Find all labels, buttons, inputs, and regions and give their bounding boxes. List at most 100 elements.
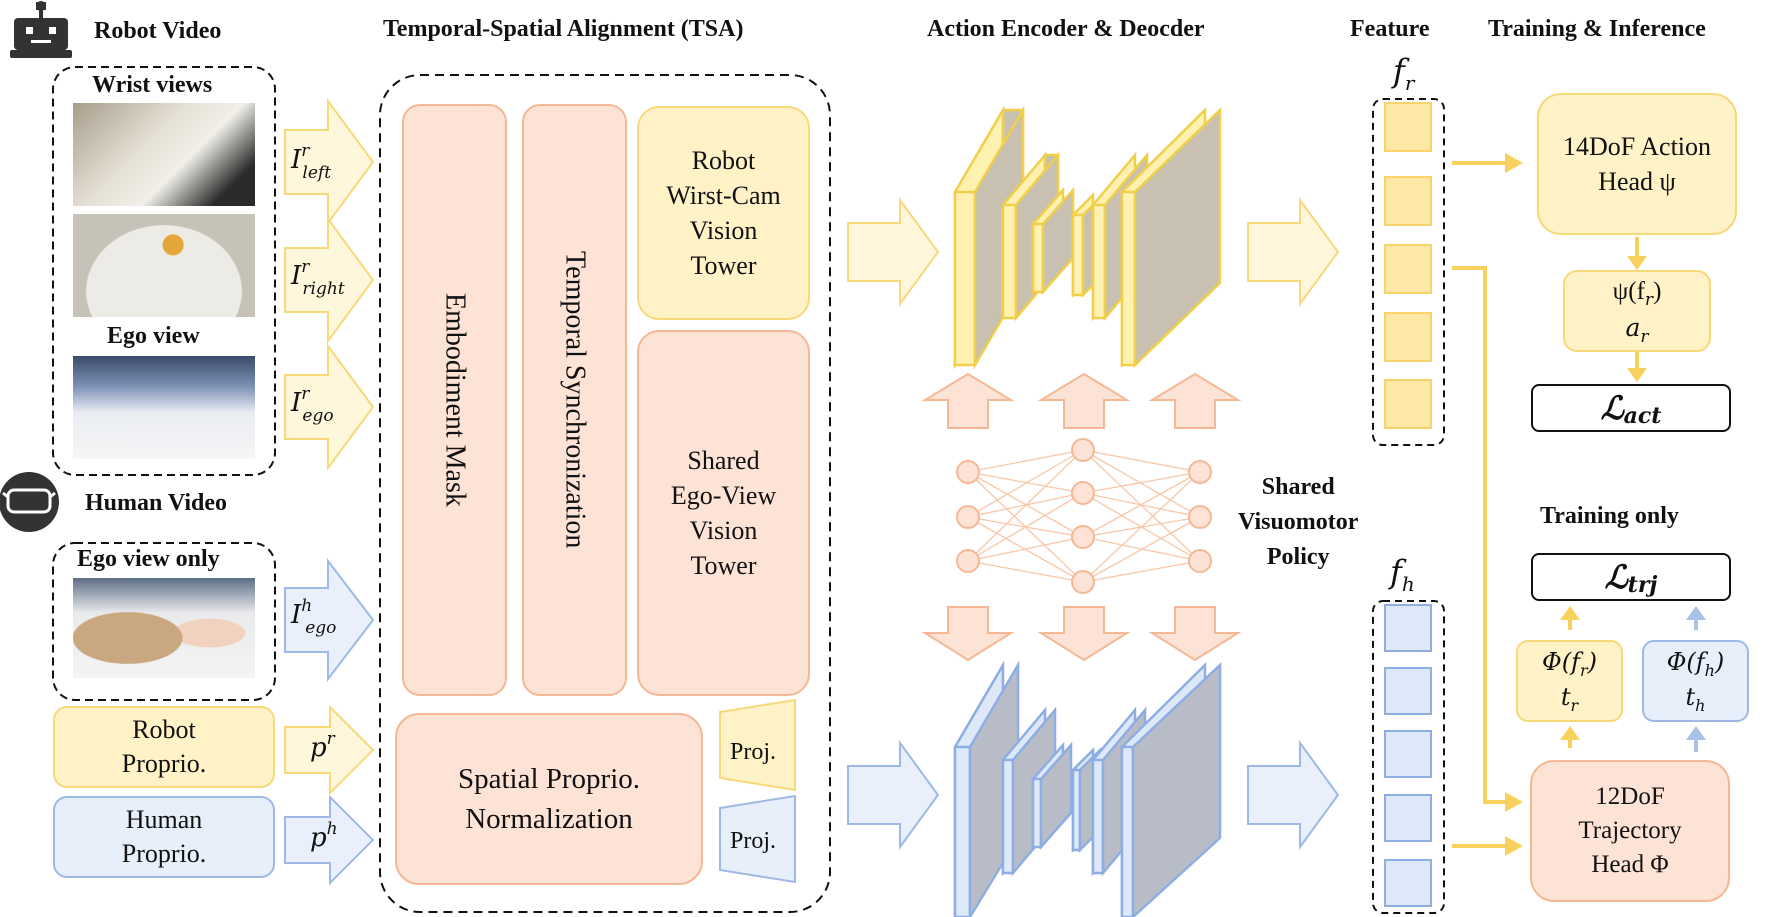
- arrowhead-to-loss-act: [1627, 368, 1647, 382]
- t-r-text: tr: [1560, 683, 1579, 715]
- wrist-views-label: Wrist views: [92, 72, 213, 98]
- robot-vision-tower: Robot Wirst-Cam Vision Tower: [637, 106, 810, 320]
- psi-output-box: ψ(fr) ar: [1563, 270, 1711, 352]
- phi-h-box: Φ(fh) th: [1642, 640, 1749, 722]
- input-arrows: [284, 97, 375, 886]
- fr-cells: [1384, 102, 1432, 429]
- encoder-title: Action Encoder & Deocder: [927, 16, 1205, 42]
- input-label-ego-human: Ihego: [291, 596, 337, 638]
- phi-r-box: Φ(fr) tr: [1516, 640, 1623, 722]
- arrowhead-to-phi-h: [1686, 726, 1706, 740]
- arrowhead-to-traj-head-1: [1505, 792, 1523, 812]
- human-proprio-line2: Proprio.: [121, 839, 207, 868]
- head-connectors: [1452, 161, 1639, 848]
- wrist-right-image: [73, 214, 255, 317]
- robot-proprio-line1: Robot: [132, 715, 196, 744]
- ego-view-only-label: Ego view only: [77, 546, 220, 572]
- robot-proprio-box: Robot Proprio.: [53, 706, 275, 788]
- temporal-sync-block: Temporal Synchronization: [522, 104, 627, 696]
- tsa-to-encoder-arrow-top: [847, 196, 940, 308]
- fh-label: fh: [1390, 553, 1415, 596]
- vr-headset-icon: [0, 472, 59, 532]
- arrowhead-to-action-head: [1505, 153, 1523, 173]
- proj-robot-shape: [719, 698, 796, 792]
- shared-tower-line4: Tower: [690, 551, 757, 580]
- robot-tower-line4: Tower: [690, 251, 757, 280]
- robot-proprio-line2: Proprio.: [121, 749, 207, 778]
- a-r-text: ar: [1625, 312, 1649, 347]
- human-video-frame: [52, 542, 276, 701]
- action-head-box: 14DoF Action Head ψ: [1537, 93, 1737, 235]
- input-label-ego-robot: Irego: [291, 384, 334, 426]
- input-label-left: Irleft: [291, 141, 332, 183]
- input-label-ph: ph: [310, 819, 338, 853]
- t-h-text: th: [1685, 683, 1706, 715]
- phi-fr-text: Φ(fr): [1542, 648, 1597, 680]
- arrowhead-to-psi: [1627, 256, 1647, 270]
- tsa-to-encoder-arrow-bottom: [847, 739, 940, 851]
- spatial-norm-block: Spatial Proprio. Normalization: [395, 713, 703, 885]
- action-head-line2: Head ψ: [1598, 167, 1676, 196]
- shared-vision-tower: Shared Ego-View Vision Tower: [637, 330, 810, 696]
- training-inference-title: Training & Inference: [1488, 16, 1706, 42]
- fr-frame: [1372, 98, 1445, 446]
- shared-tower-line3: Vision: [689, 516, 758, 545]
- human-video-title: Human Video: [85, 490, 228, 516]
- policy-down-arrows: [921, 606, 1242, 662]
- policy-line2: Visuomotor: [1238, 509, 1359, 535]
- encoder-to-fr-arrow: [1247, 196, 1340, 308]
- shared-tower-line2: Ego-View: [670, 481, 777, 510]
- wrist-left-image: [73, 103, 255, 206]
- spatial-norm-line2: Normalization: [465, 803, 633, 835]
- arrowhead-phi-r-to-loss: [1560, 606, 1580, 620]
- training-only-label: Training only: [1540, 503, 1679, 529]
- fh-frame: [1372, 600, 1445, 914]
- feature-title: Feature: [1350, 16, 1430, 42]
- embodiment-mask-block: Embodiment Mask: [402, 104, 507, 696]
- input-label-pr: pr: [310, 729, 335, 763]
- traj-head-line2: Trajectory: [1578, 817, 1682, 844]
- input-label-right: Irright: [291, 257, 345, 299]
- human-proprio-line1: Human: [125, 805, 203, 834]
- psi-fr-text: ψ(fr): [1612, 277, 1662, 310]
- human-proprio-box: Human Proprio.: [53, 796, 275, 878]
- robot-icon: [10, 1, 72, 58]
- spatial-norm-line1: Spatial Proprio.: [457, 763, 641, 795]
- trajectory-head-box: 12DoF Trajectory Head Φ: [1530, 760, 1730, 902]
- traj-head-line1: 12DoF: [1595, 783, 1665, 810]
- fr-label: fr: [1393, 52, 1415, 95]
- arrowhead-to-phi-r: [1560, 726, 1580, 740]
- traj-head-line3: Head Φ: [1591, 851, 1669, 878]
- policy-line1: Shared: [1261, 474, 1335, 500]
- policy-up-arrows: [921, 372, 1242, 429]
- robot-tower-line3: Vision: [689, 216, 758, 245]
- robot-video-frame: [52, 66, 276, 476]
- arrowhead-phi-h-to-loss: [1686, 606, 1706, 620]
- encoder-robot: [953, 105, 1222, 370]
- proj-human-label: Proj.: [730, 828, 777, 854]
- policy-network: [956, 438, 1212, 594]
- action-head-line1: 14DoF Action: [1562, 132, 1712, 161]
- proj-human-shape: [719, 794, 796, 884]
- shared-policy-label: Shared Visuomotor Policy: [1238, 470, 1358, 575]
- proj-robot-label: Proj.: [730, 739, 777, 765]
- arrowhead-to-traj-head-2: [1505, 836, 1523, 856]
- robot-tower-line2: Wirst-Cam: [666, 181, 781, 210]
- encoder-to-fh-arrow: [1247, 739, 1340, 851]
- tsa-frame: [379, 74, 831, 913]
- encoder-human: [953, 660, 1222, 917]
- ego-robot-image: [73, 356, 255, 459]
- ego-human-image: [73, 578, 255, 678]
- ego-view-label: Ego view: [107, 323, 200, 349]
- shared-tower-line1: Shared: [687, 446, 760, 475]
- robot-tower-line1: Robot: [691, 146, 756, 175]
- phi-fh-text: Φ(fh): [1666, 648, 1725, 680]
- temporal-sync-label: Temporal Synchronization: [559, 251, 591, 549]
- tsa-title: Temporal-Spatial Alignment (TSA): [383, 16, 744, 42]
- robot-video-title: Robot Video: [94, 18, 222, 44]
- fh-cells: [1384, 604, 1432, 907]
- policy-line3: Policy: [1266, 544, 1330, 570]
